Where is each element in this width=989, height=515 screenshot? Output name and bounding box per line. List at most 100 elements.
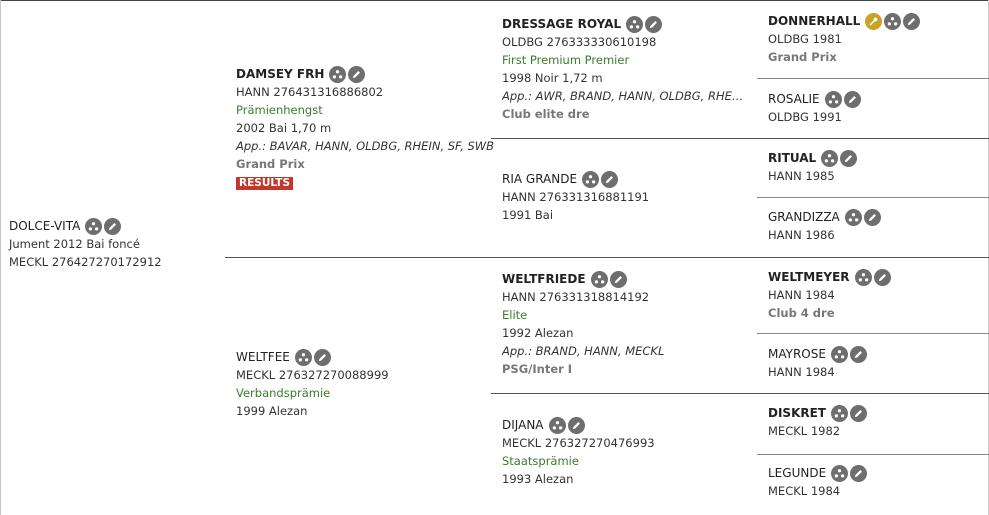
pencil-icon[interactable]	[645, 15, 663, 33]
pencil-icon[interactable]	[840, 149, 858, 167]
ancestor-card-rosalie: ROSALIE OLDBG 1991	[768, 90, 863, 126]
horse-info: 2002 Bai 1,70 m	[236, 121, 332, 135]
pedigree-icon[interactable]	[844, 208, 862, 226]
horse-name-link[interactable]: MAYROSE	[768, 347, 826, 361]
ancestor-card-weltmeyer: WELTMEYER HANN 1984 Club 4 dre	[768, 268, 893, 322]
horse-info: HANN 1985	[768, 169, 835, 183]
horse-registration: MECKL 276327270088999	[236, 368, 389, 382]
horse-registration: HANN 276331316881191	[502, 190, 650, 204]
pencil-icon[interactable]	[609, 270, 627, 288]
pencil-icon[interactable]	[601, 170, 619, 188]
subject-card: DOLCE-VITA Jument 2012 Bai foncé MECKL 2…	[9, 217, 162, 271]
pedigree-icon[interactable]	[854, 268, 872, 286]
pedigree-icon[interactable]	[830, 345, 848, 363]
sire-dam-card: RIA GRANDE HANN 276331316881191 1991 Bai	[502, 170, 649, 224]
divider-gen3-1	[757, 78, 989, 79]
sire-sire-card: DRESSAGE ROYAL OLDBG 276333330610198 Fir…	[502, 15, 744, 123]
dam-card: WELTFEE MECKL 276327270088999 Verbandspr…	[236, 348, 389, 420]
divider-gen2-bottom	[491, 393, 989, 394]
horse-name-link[interactable]: DIJANA	[502, 418, 544, 432]
horse-level: Club elite dre	[502, 107, 590, 121]
ancestor-card-donnerhall: DONNERHALL OLDBG 1981 Grand Prix	[768, 12, 922, 66]
horse-registration: MECKL 276427270172912	[9, 255, 162, 269]
pedigree-icon[interactable]	[626, 15, 644, 33]
pedigree-icon[interactable]	[831, 404, 848, 422]
horse-info: OLDBG 1981	[768, 32, 842, 46]
horse-approvals: App.: BAVAR, HANN, OLDBG, RHEIN, SF, SWB	[236, 139, 495, 153]
pencil-icon[interactable]	[903, 12, 921, 30]
horse-info: Jument 2012 Bai foncé	[9, 237, 140, 251]
horse-info: 1998 Noir 1,72 m	[502, 71, 603, 85]
horse-registration: MECKL 276327270476993	[502, 436, 655, 450]
horse-info: 1993 Alezan	[502, 472, 574, 486]
ancestor-card-mayrose: MAYROSE HANN 1984	[768, 345, 869, 381]
pencil-icon[interactable]	[348, 65, 366, 83]
horse-name-link[interactable]: DISKRET	[768, 406, 826, 420]
horse-name-link[interactable]: LEGUNDE	[768, 466, 827, 480]
pencil-icon[interactable]	[104, 217, 122, 235]
pedigree-icon[interactable]	[590, 270, 608, 288]
pedigree-icon[interactable]	[884, 12, 902, 30]
horse-name-link[interactable]: WELTFEE	[236, 350, 290, 364]
pencil-icon[interactable]	[873, 268, 891, 286]
pencil-icon[interactable]	[567, 416, 585, 434]
horse-name-link[interactable]: RIA GRANDE	[502, 172, 578, 186]
pedigree-icon[interactable]	[582, 170, 600, 188]
pedigree-icon[interactable]	[85, 217, 103, 235]
frame-top-border	[0, 0, 989, 1]
pencil-icon[interactable]	[850, 464, 868, 482]
ancestor-card-grandizza: GRANDIZZA HANN 1986	[768, 208, 883, 244]
horse-info: 1991 Bai	[502, 208, 554, 222]
horse-name-link[interactable]: DAMSEY FRH	[236, 67, 325, 81]
pencil-icon[interactable]	[843, 90, 861, 108]
horse-name-link[interactable]: DONNERHALL	[768, 14, 861, 28]
pencil-icon[interactable]	[863, 208, 881, 226]
horse-info: HANN 1984	[768, 288, 835, 302]
ancestor-card-ritual: RITUAL HANN 1985	[768, 149, 859, 185]
pedigree-icon[interactable]	[831, 464, 849, 482]
horse-name-link[interactable]: GRANDIZZA	[768, 210, 840, 224]
horse-info: HANN 1986	[768, 228, 835, 242]
horse-level: PSG/Inter I	[502, 362, 573, 376]
horse-title: Verbandsprämie	[236, 386, 331, 400]
ancestor-card-diskret: DISKRET MECKL 1982	[768, 404, 869, 440]
divider-gen3-2	[757, 197, 989, 198]
pencil-icon[interactable]	[849, 345, 867, 363]
sire-card: DAMSEY FRH HANN 276431316886802 Prämienh…	[236, 65, 494, 191]
ancestor-card-legunde: LEGUNDE MECKL 1984	[768, 464, 869, 500]
horse-info: 1999 Alezan	[236, 404, 308, 418]
horse-title: Elite	[502, 308, 528, 322]
pedigree-icon[interactable]	[824, 90, 842, 108]
pedigree-icon[interactable]	[294, 348, 312, 366]
divider-gen2-top	[491, 138, 989, 139]
results-button[interactable]: RESULTS	[236, 177, 294, 190]
horse-title: First Premium Premier	[502, 53, 630, 67]
horse-title: Staatsprämie	[502, 454, 579, 468]
horse-name-link[interactable]: DRESSAGE ROYAL	[502, 17, 622, 31]
horse-level: Grand Prix	[236, 157, 305, 171]
horse-approvals: App.: AWR, BRAND, HANN, OLDBG, RHEIN, S.…	[502, 89, 744, 103]
horse-name-link[interactable]: WELTFRIEDE	[502, 272, 586, 286]
dam-dam-card: DIJANA MECKL 276327270476993 Staatsprämi…	[502, 416, 655, 488]
horse-name-link[interactable]: ROSALIE	[768, 92, 820, 106]
dam-sire-card: WELTFRIEDE HANN 276331318814192 Elite 19…	[502, 270, 664, 378]
key-icon[interactable]	[865, 12, 883, 30]
horse-info: 1992 Alezan	[502, 326, 574, 340]
horse-title: Prämienhengst	[236, 103, 323, 117]
horse-info: OLDBG 1991	[768, 110, 842, 124]
horse-name-link[interactable]: RITUAL	[768, 151, 817, 165]
horse-level: Club 4 dre	[768, 306, 835, 320]
pedigree-icon[interactable]	[548, 416, 566, 434]
pedigree-icon[interactable]	[821, 149, 839, 167]
horse-info: MECKL 1984	[768, 484, 841, 498]
divider-gen3-3	[757, 333, 989, 334]
horse-approvals: App.: BRAND, HANN, MECKL	[502, 344, 665, 358]
pencil-icon[interactable]	[850, 404, 867, 422]
pedigree-icon[interactable]	[329, 65, 347, 83]
horse-registration: HANN 276331318814192	[502, 290, 650, 304]
pencil-icon[interactable]	[313, 348, 331, 366]
frame-left-border	[0, 0, 1, 515]
horse-level: Grand Prix	[768, 50, 837, 64]
horse-name-link[interactable]: WELTMEYER	[768, 270, 850, 284]
horse-name-link[interactable]: DOLCE-VITA	[9, 219, 81, 233]
